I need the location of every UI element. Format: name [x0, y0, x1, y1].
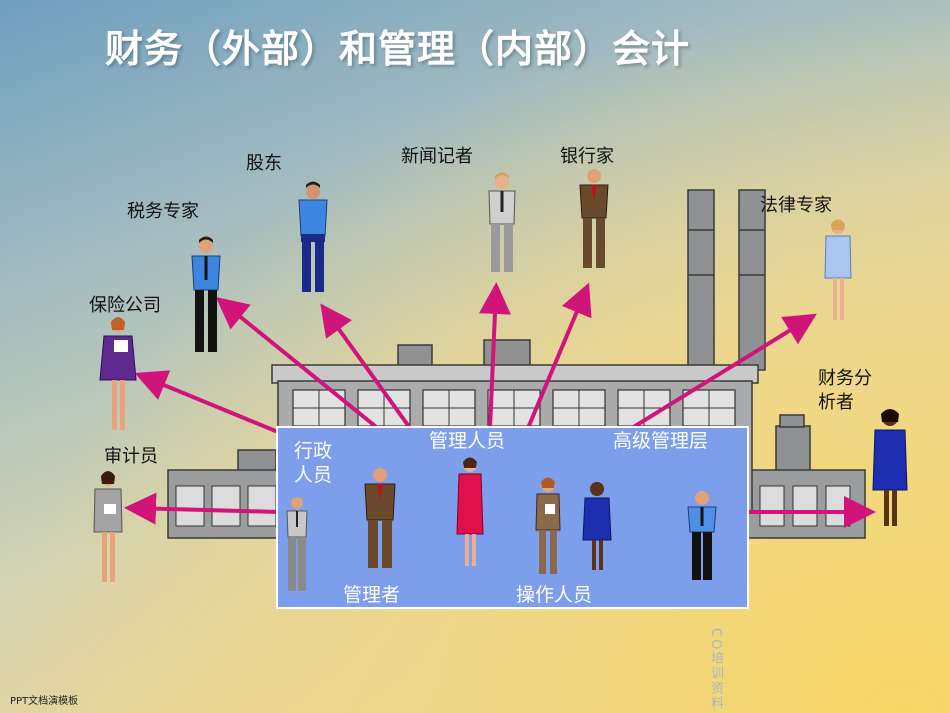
person-shareholder: [298, 181, 328, 292]
label-management: 管理人员: [429, 430, 506, 452]
label-admin-line2: 人员: [294, 464, 333, 486]
person-journalist: [488, 172, 516, 272]
label-analyst-line2: 析者: [818, 392, 854, 413]
arrow-to-banker: [526, 282, 592, 429]
person-internal-senior-manager: [687, 491, 717, 580]
factory-right-wing: [744, 469, 866, 539]
internal-box: [276, 426, 749, 609]
person-internal-operator-1: [535, 477, 561, 574]
person-auditor: [93, 471, 123, 582]
label-journalist: 新闻记者: [401, 146, 473, 167]
label-operators: 操作人员: [516, 584, 593, 606]
label-banker: 银行家: [560, 146, 614, 167]
arrow-to-insurance: [134, 370, 279, 434]
label-senior-management: 高级管理层: [613, 430, 709, 452]
label-insurance: 保险公司: [89, 295, 161, 316]
footer-text: PPT文档演模板: [10, 696, 79, 707]
person-internal-admin: [286, 497, 308, 591]
arrow-to-lawyer: [630, 313, 817, 430]
person-analyst: [872, 409, 908, 526]
arrow-to-shareholder: [320, 303, 412, 430]
label-manager: 管理者: [343, 584, 401, 606]
person-lawyer: [824, 219, 852, 320]
label-admin-line1: 行政: [294, 440, 333, 462]
label-shareholder: 股东: [246, 153, 282, 174]
arrow-to-auditor: [124, 492, 281, 525]
person-tax-expert: [191, 236, 221, 352]
person-insurance: [99, 317, 137, 430]
watermark: CO培训资料: [708, 628, 723, 712]
arrow-to-journalist: [478, 282, 511, 429]
person-banker: [579, 169, 609, 268]
person-internal-red-dress: [456, 457, 484, 566]
label-analyst-line1: 财务分: [818, 368, 872, 389]
slide-title: 财务（外部）和管理（内部）会计: [105, 27, 691, 71]
person-internal-operator-2: [582, 482, 612, 570]
person-internal-manager: [364, 468, 396, 568]
label-auditor: 审计员: [104, 446, 158, 467]
label-lawyer: 法律专家: [760, 195, 832, 216]
factory-left-wing: [167, 469, 281, 539]
arrow-to-tax-expert: [215, 296, 382, 432]
label-tax-expert: 税务专家: [127, 201, 199, 222]
arrows: [124, 282, 876, 528]
